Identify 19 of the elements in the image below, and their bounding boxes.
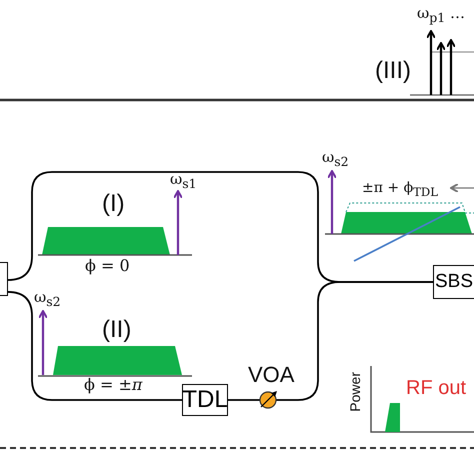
spectrum-label: (III) (375, 59, 411, 83)
axis-label: Power (348, 372, 362, 412)
fiber-line (8, 291, 182, 401)
frequency-label: ω$_{s2}$ (34, 290, 61, 308)
spectrum-label: (II) (102, 318, 132, 342)
component-label: VOA (248, 364, 294, 386)
fiber-line (228, 399, 260, 401)
phase-label: ϕ = 0 (85, 258, 130, 274)
plot-title: RF out (406, 378, 466, 398)
frequency-label: ω$_{p1}$ … (417, 6, 465, 24)
fiber-line (276, 281, 433, 401)
frequency-label: ω$_{s2}$ (322, 150, 349, 168)
spectrum-label: (I) (102, 192, 125, 216)
process-box: TDL (182, 384, 228, 416)
frequency-label: ω$_{s1}$ (170, 172, 197, 190)
process-box: SBS (433, 265, 474, 299)
attenuator-icon (260, 392, 276, 408)
phase-label: ±π + ϕ$_{TDL}$ (362, 181, 438, 198)
phase-label: ϕ = ±π (84, 377, 142, 393)
